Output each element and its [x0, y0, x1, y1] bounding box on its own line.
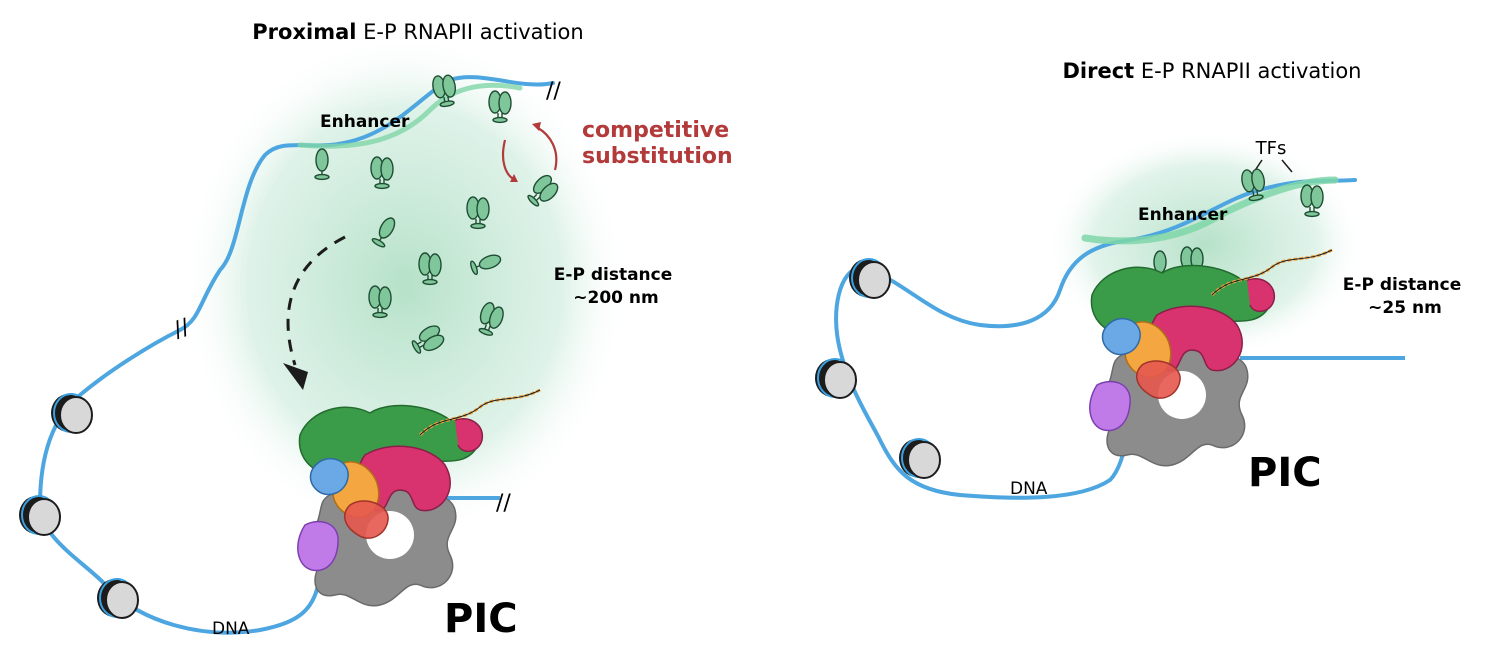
left-dna-label: DNA	[212, 619, 250, 639]
left-panel: Proximal E-P RNAPII activation // // // …	[18, 20, 737, 642]
left-tf-bound-1	[314, 148, 330, 181]
left-enhancer-segment	[297, 82, 523, 149]
left-dna-strand	[37, 75, 555, 635]
left-nucleosome-1	[50, 393, 93, 434]
right-enhancer-segment	[1081, 176, 1339, 245]
left-enhancer-label: Enhancer	[320, 112, 410, 132]
right-nucleosome-1	[848, 258, 891, 299]
right-nucleosome-3	[898, 438, 941, 479]
left-nucleosome-2	[18, 495, 61, 536]
right-dna-label: DNA	[1010, 479, 1048, 499]
right-nucleosome-2	[814, 358, 857, 399]
left-condensate-cloud	[180, 30, 630, 540]
right-panel: Direct E-P RNAPII activation TFs Enhance…	[814, 59, 1467, 500]
left-nucleosome-3	[96, 578, 139, 619]
left-recruitment-dashed-arrow	[286, 235, 346, 366]
right-title: Direct E-P RNAPII activation	[1063, 59, 1362, 83]
left-distance-label: E-P distance ~200 nm	[554, 265, 678, 308]
left-competitive-label: competitive substitution	[582, 118, 737, 169]
right-tfs-label: TFs	[1255, 138, 1287, 159]
right-distance-label: E-P distance ~25 nm	[1343, 275, 1467, 318]
left-break-mark-right: //	[496, 491, 511, 516]
right-enhancer-label: Enhancer	[1138, 205, 1228, 225]
left-pic-label: PIC	[444, 596, 518, 642]
right-pic-label: PIC	[1248, 450, 1322, 496]
left-competition-arrow-up	[537, 127, 558, 171]
left-break-mark-top: //	[546, 79, 561, 104]
